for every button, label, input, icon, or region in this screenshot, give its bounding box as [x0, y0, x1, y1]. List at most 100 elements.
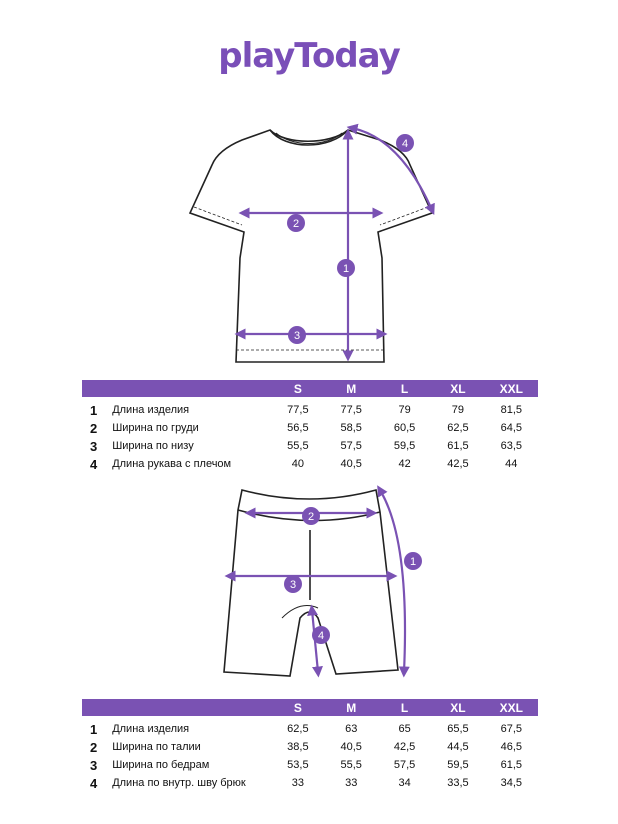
- table-cell: 61,5: [500, 759, 522, 771]
- table-cell: 40: [291, 458, 305, 470]
- header-cell: [112, 380, 272, 397]
- table-cell: 3: [90, 757, 98, 773]
- table-cell: 56,5: [287, 422, 309, 434]
- table-cell: 55,5: [340, 759, 362, 771]
- tshirt-diagram: 1 2 3 4: [188, 123, 435, 363]
- table-cell: 34: [398, 777, 411, 789]
- table-cell: 59,5: [393, 440, 416, 452]
- table-cell: 33: [345, 777, 358, 789]
- table-cell: 62,5: [287, 723, 309, 735]
- header-cell: [112, 699, 272, 716]
- table-cell: 4: [90, 775, 98, 791]
- svg-text:2: 2: [308, 511, 314, 523]
- header-cell: XL: [431, 380, 485, 397]
- table-cell: 3: [90, 438, 98, 454]
- tshirt-outline: [188, 129, 434, 363]
- table-cell: 81,5: [500, 404, 522, 416]
- table-row: 4 Длина по внутр. шву брюк 33 33 34 33,5…: [82, 774, 538, 792]
- header-cell: [82, 699, 113, 716]
- table-cell: 42,5: [393, 741, 416, 753]
- table-cell: 63,5: [500, 440, 522, 452]
- table-cell: 57,5: [393, 759, 416, 771]
- table-row: 2 Ширина по груди 56,5 58,5 60,5 62,5 64…: [82, 419, 538, 437]
- table-cell: 46,5: [500, 741, 522, 753]
- table-cell: 44,5: [447, 741, 469, 753]
- table-cell: 61,5: [447, 440, 469, 452]
- svg-text:4: 4: [402, 138, 408, 150]
- svg-text:3: 3: [294, 330, 300, 342]
- table-cell: 59,5: [447, 759, 469, 771]
- table-cell: 55,5: [287, 440, 309, 452]
- table-cell: 64,5: [500, 422, 522, 434]
- header-cell: L: [377, 699, 432, 716]
- table-header-row: S M L XL XXL: [82, 380, 538, 397]
- table-cell: 40,5: [340, 458, 362, 470]
- table-cell: 42,5: [447, 458, 469, 470]
- header-cell: S: [271, 380, 325, 397]
- table-row: 3 Ширина по низу 55,5 57,5 59,5 61,5 63,…: [82, 437, 538, 455]
- shorts-marker-1: 1: [404, 552, 422, 570]
- table-cell: 34,5: [500, 777, 522, 789]
- tshirt-marker-2: 2: [287, 214, 305, 232]
- table-cell: Ширина по талии: [112, 741, 201, 753]
- tshirt-size-table: S M L XL XXL 1 Длина изделия 77,5 77,5 7…: [82, 380, 538, 473]
- table-header-row: S M L XL XXL: [82, 699, 538, 716]
- svg-text:3: 3: [290, 579, 296, 591]
- table-cell: 65: [398, 723, 411, 735]
- table-cell: Длина по внутр. шву брюк: [112, 777, 246, 789]
- table-cell: 77,5: [287, 404, 309, 416]
- table-cell: 62,5: [447, 422, 469, 434]
- header-cell: M: [324, 699, 378, 716]
- shorts-marker-4: 4: [312, 626, 330, 644]
- tshirt-marker-3: 3: [288, 326, 306, 344]
- table-cell: 79: [398, 404, 411, 416]
- table-cell: 65,5: [447, 723, 469, 735]
- header-cell: XXL: [484, 699, 538, 716]
- table-cell: Ширина по груди: [112, 422, 199, 434]
- table-cell: 1: [90, 721, 98, 737]
- table-cell: 2: [90, 739, 98, 755]
- svg-text:1: 1: [343, 263, 349, 275]
- table-cell: 67,5: [500, 723, 522, 735]
- table-cell: Ширина по бедрам: [112, 759, 210, 771]
- header-cell: M: [324, 380, 378, 397]
- table-cell: 79: [451, 404, 465, 416]
- svg-text:4: 4: [318, 630, 324, 642]
- table-cell: 2: [90, 420, 98, 436]
- table-cell: Длина изделия: [112, 723, 190, 735]
- table-cell: 33: [291, 777, 305, 789]
- table-row: 3 Ширина по бедрам 53,5 55,5 57,5 59,5 6…: [82, 756, 538, 774]
- table-cell: 38,5: [287, 741, 309, 753]
- table-cell: 63: [345, 723, 358, 735]
- header-cell: S: [271, 699, 325, 716]
- table-cell: 42: [398, 458, 411, 470]
- tshirt-marker-1: 1: [337, 259, 355, 277]
- svg-text:1: 1: [410, 556, 416, 568]
- shorts-diagram: 1 2 3 4: [223, 485, 422, 678]
- header-cell: [82, 380, 113, 397]
- table-cell: 60,5: [393, 422, 416, 434]
- shorts-marker-3: 3: [284, 575, 302, 593]
- table-cell: 57,5: [340, 440, 362, 452]
- table-cell: Длина рукава с плечом: [112, 458, 232, 470]
- brand-logo-text: playToday: [218, 36, 400, 76]
- table-cell: Ширина по низу: [112, 440, 194, 452]
- table-cell: 33,5: [447, 777, 469, 789]
- shorts-size-table: S M L XL XXL 1 Длина изделия 62,5 63 65 …: [82, 699, 538, 792]
- table-cell: 1: [90, 402, 98, 418]
- table-row: 2 Ширина по талии 38,5 40,5 42,5 44,5 46…: [82, 738, 538, 756]
- table-cell: 44: [505, 458, 518, 470]
- table-cell: 4: [90, 456, 98, 472]
- shorts-marker-2: 2: [302, 507, 320, 525]
- table-cell: 53,5: [287, 759, 309, 771]
- table-cell: 77,5: [340, 404, 362, 416]
- brand-logo: playToday: [0, 36, 618, 76]
- svg-text:2: 2: [293, 218, 299, 230]
- table-cell: 40,5: [340, 741, 362, 753]
- header-cell: XXL: [484, 380, 538, 397]
- table-row: 1 Длина изделия 62,5 63 65 65,5 67,5: [82, 720, 538, 738]
- table-row: 4 Длина рукава с плечом 40 40,5 42 42,5 …: [82, 455, 538, 473]
- tshirt-marker-4: 4: [396, 134, 414, 152]
- table-cell: 58,5: [340, 422, 362, 434]
- header-cell: XL: [431, 699, 485, 716]
